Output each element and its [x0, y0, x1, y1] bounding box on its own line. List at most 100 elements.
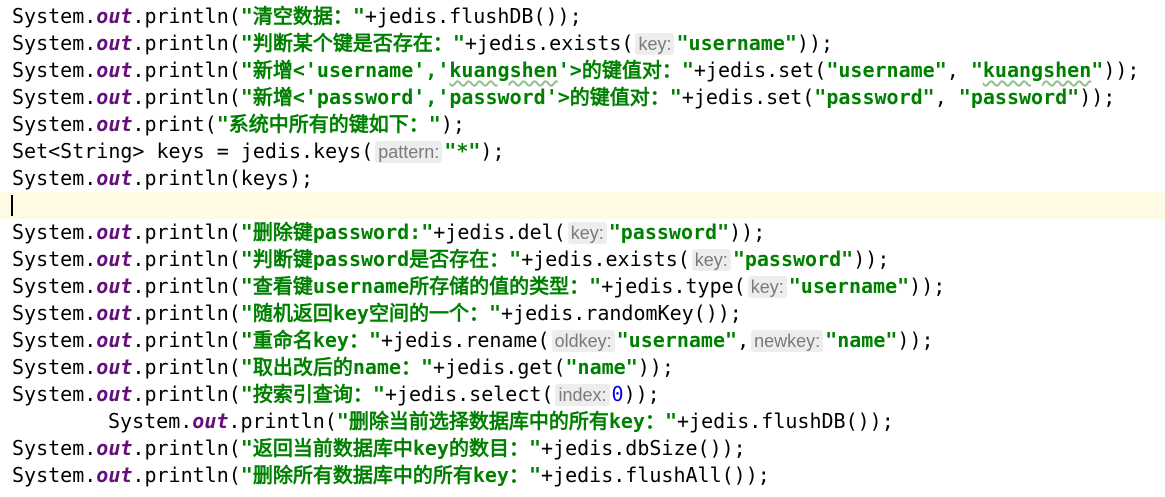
string-literal-token: "清空数据：" — [240, 4, 365, 28]
code-token: System. — [108, 409, 193, 433]
code-token: +jedis.exists( — [521, 247, 690, 271]
code-line[interactable]: System.out.println("重命名key："+jedis.renam… — [0, 327, 1165, 354]
static-field-token: out — [96, 301, 133, 325]
code-token: System. — [12, 247, 97, 271]
code-token: +jedis.dbSize()); — [541, 436, 746, 460]
parameter-hint: key: — [691, 249, 731, 271]
code-token: .println( — [132, 436, 241, 460]
string-literal-token: "系统中所有的键如下：" — [216, 112, 441, 136]
code-token: +jedis.type( — [601, 274, 746, 298]
string-literal-token: "password" — [732, 247, 854, 271]
code-token: +jedis.get( — [433, 355, 566, 379]
code-token: System. — [12, 112, 97, 136]
static-field-token: out — [96, 85, 133, 109]
code-token: )); — [1079, 85, 1116, 109]
code-line[interactable]: System.out.println("返回当前数据库中key的数目："+jed… — [0, 435, 1165, 462]
code-line[interactable]: System.out.println("删除当前选择数据库中的所有key："+j… — [0, 408, 1165, 435]
string-literal-token: "判断某个键是否存在：" — [240, 31, 465, 55]
string-literal-token: "删除键password:" — [240, 220, 434, 244]
static-field-token: out — [96, 220, 133, 244]
static-field-token: out — [96, 247, 133, 271]
code-token: .println( — [132, 31, 241, 55]
code-line[interactable]: System.out.println("删除所有数据库中的所有key："+jed… — [0, 462, 1165, 489]
static-field-token: out — [96, 112, 133, 136]
parameter-hint: newkey: — [751, 330, 824, 352]
parameter-hint: key: — [567, 222, 607, 244]
code-line[interactable]: System.out.println("取出改后的name："+jedis.ge… — [0, 354, 1165, 381]
code-token: +jedis.rename( — [381, 328, 550, 352]
parameter-hint: index: — [555, 384, 610, 406]
code-token: System. — [12, 4, 97, 28]
code-token: .println( — [132, 247, 241, 271]
code-token: ); — [480, 139, 505, 163]
code-token: )); — [1103, 58, 1140, 82]
code-token: )); — [909, 274, 946, 298]
static-field-token: out — [96, 382, 133, 406]
code-token: .println( — [132, 301, 241, 325]
code-token: +jedis.randomKey()); — [501, 301, 742, 325]
code-token: +jedis.flushDB()); — [677, 409, 894, 433]
code-line[interactable]: System.out.println("查看键username所存储的值的类型：… — [0, 273, 1165, 300]
string-literal-token: "按索引查询：" — [240, 382, 385, 406]
string-literal-token: " — [1091, 58, 1104, 82]
code-token: +jedis.flushAll()); — [541, 463, 770, 487]
code-line[interactable]: System.out.println("按索引查询："+jedis.select… — [0, 381, 1165, 408]
string-literal-token: "name" — [825, 328, 898, 352]
code-token: , — [737, 328, 750, 352]
string-literal-token: "username" — [788, 274, 910, 298]
code-token: System. — [12, 355, 97, 379]
code-line[interactable]: System.out.println("随机返回key空间的一个："+jedis… — [0, 300, 1165, 327]
code-token: System. — [12, 31, 97, 55]
static-field-token: out — [96, 166, 133, 190]
string-literal-token: kuangshen — [982, 58, 1092, 82]
code-line[interactable]: System.out.println("判断某个键是否存在："+jedis.ex… — [0, 30, 1165, 57]
code-token: , — [946, 58, 971, 82]
string-literal-token: "查看键username所存储的值的类型：" — [240, 274, 602, 298]
static-field-token: out — [192, 409, 229, 433]
code-line[interactable]: System.out.println("新增<'username','kuang… — [0, 57, 1165, 84]
string-literal-token: "password" — [814, 85, 935, 109]
code-token: .println( — [132, 328, 241, 352]
code-line[interactable]: System.out.println("删除键password:"+jedis.… — [0, 219, 1165, 246]
code-token: +jedis.exists( — [464, 31, 634, 55]
string-literal-token: "判断键password是否存在：" — [240, 247, 522, 271]
string-literal-token: kuangshen — [449, 58, 558, 82]
code-token: Set<String> keys = jedis.keys( — [12, 139, 374, 163]
static-field-token: out — [96, 463, 133, 487]
code-token: .println( — [132, 4, 241, 28]
parameter-hint: oldkey: — [551, 330, 615, 352]
code-line[interactable]: System.out.print("系统中所有的键如下："); — [0, 111, 1165, 138]
code-token: )); — [637, 355, 674, 379]
string-literal-token: "username" — [826, 58, 947, 82]
code-line[interactable]: System.out.println(keys); — [0, 165, 1165, 192]
parameter-hint: pattern: — [375, 141, 443, 163]
string-literal-token: "删除所有数据库中的所有key：" — [240, 463, 542, 487]
string-literal-token: "取出改后的name：" — [240, 355, 434, 379]
code-token: )); — [897, 328, 934, 352]
string-literal-token: '>的键值对：" — [557, 58, 694, 82]
code-token: .println( — [132, 220, 241, 244]
current-line[interactable] — [0, 192, 1165, 219]
code-token: System. — [12, 274, 97, 298]
string-literal-token: "删除当前选择数据库中的所有key：" — [336, 409, 678, 433]
code-token: )); — [729, 220, 766, 244]
code-token: System. — [12, 382, 97, 406]
string-literal-token: "username" — [616, 328, 738, 352]
code-token: .println( — [132, 355, 241, 379]
code-token: System. — [12, 328, 97, 352]
static-field-token: out — [96, 355, 133, 379]
string-literal-token: "*" — [444, 139, 481, 163]
code-line[interactable]: System.out.println("判断键password是否存在："+je… — [0, 246, 1165, 273]
code-line[interactable]: Set<String> keys = jedis.keys(pattern:"*… — [0, 138, 1165, 165]
code-line[interactable]: System.out.println("新增<'password','passw… — [0, 84, 1165, 111]
code-token: )); — [796, 31, 834, 55]
text-caret — [11, 195, 13, 216]
code-line[interactable]: System.out.println("清空数据："+jedis.flushDB… — [0, 3, 1165, 30]
code-token: .println( — [132, 463, 241, 487]
code-token: .println( — [228, 409, 337, 433]
code-token: +jedis.flushDB()); — [364, 4, 582, 28]
static-field-token: out — [96, 436, 133, 460]
code-token: .println( — [132, 85, 241, 109]
code-editor[interactable]: System.out.println("清空数据："+jedis.flushDB… — [0, 3, 1165, 489]
string-literal-token: "password" — [608, 220, 730, 244]
